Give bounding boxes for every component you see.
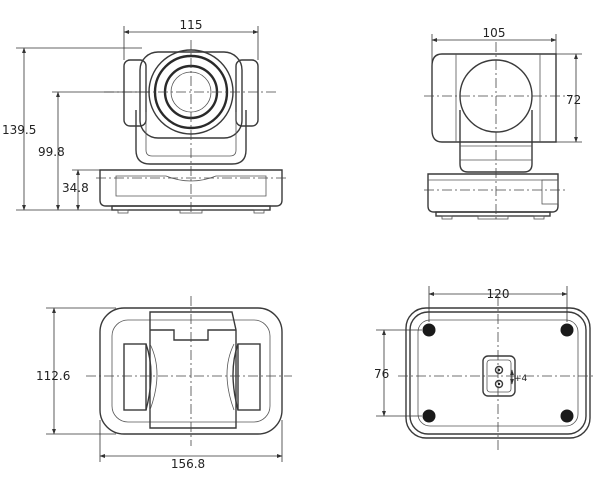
side-view: 105 72 — [424, 26, 582, 222]
front-lens-height-label: 99.8 — [38, 145, 65, 159]
tripod-hole — [494, 365, 504, 375]
foot-bottom-left — [422, 409, 436, 423]
bottom-hole-y-label: 76 — [374, 367, 389, 381]
foot-bottom-right — [560, 409, 574, 423]
foot-top-left — [422, 323, 436, 337]
front-base-height-label: 34.8 — [62, 181, 89, 195]
top-view: 112.6 156.8 — [36, 296, 292, 471]
bottom-base-outline — [405, 307, 591, 439]
top-base-outline — [99, 307, 283, 435]
front-yoke — [135, 110, 247, 165]
side-base — [427, 173, 559, 213]
front-right-lobe — [235, 59, 259, 127]
side-head — [431, 53, 557, 143]
pin-hole — [494, 379, 504, 389]
side-height-label: 72 — [566, 93, 581, 107]
front-view: 115 139.5 99.8 34.8 — [2, 18, 286, 214]
mount-spacing-label: +4 — [514, 374, 528, 384]
side-width-label: 105 — [483, 26, 506, 40]
bottom-hole-x-label: 120 — [487, 287, 510, 301]
front-base — [99, 169, 283, 207]
top-width-label: 156.8 — [171, 457, 205, 471]
foot-top-right — [560, 323, 574, 337]
bottom-view: +4 120 76 — [374, 286, 596, 450]
front-left-lobe — [123, 59, 147, 127]
front-total-height-label: 139.5 — [2, 123, 36, 137]
top-depth-label: 112.6 — [36, 369, 70, 383]
front-width-label: 115 — [180, 18, 203, 32]
